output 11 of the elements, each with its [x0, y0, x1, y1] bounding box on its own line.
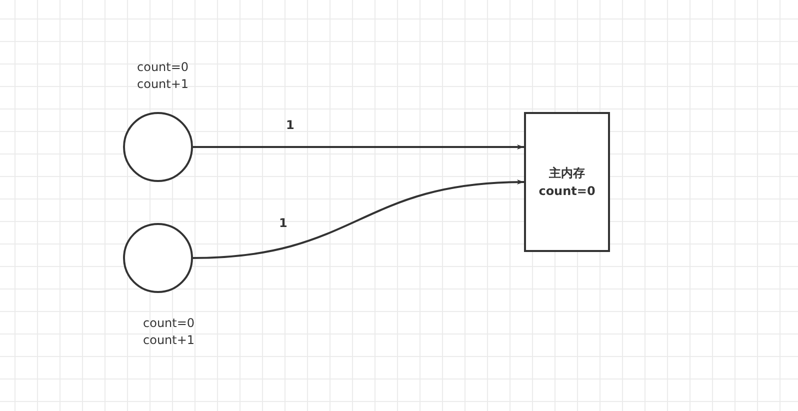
- edge-label: 1: [279, 216, 288, 230]
- node-caption: count+1: [137, 76, 189, 93]
- node-text: count=0: [538, 183, 596, 200]
- edge-label: 1: [286, 118, 294, 132]
- node-text: 主内存: [549, 165, 585, 182]
- arrow: [192, 180, 524, 259]
- node-caption: count+1: [143, 332, 195, 349]
- arrow: [193, 144, 524, 150]
- node-caption: count=0: [137, 59, 189, 76]
- process-box: [524, 112, 610, 252]
- node-caption: count=0: [143, 315, 195, 332]
